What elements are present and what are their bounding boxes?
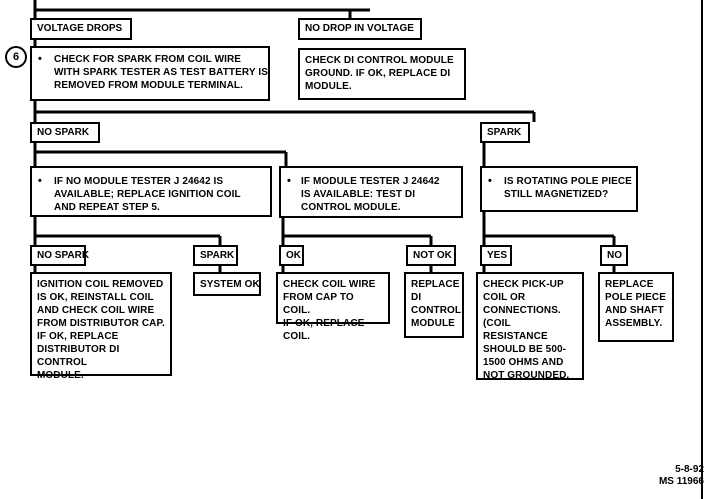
- tester-available-box: • IF MODULE TESTER J 24642 IS AVAILABLE:…: [279, 166, 463, 218]
- box-text: REPLACE DI CONTROL MODULE: [411, 279, 462, 329]
- label-no-spark: NO SPARK: [30, 122, 100, 143]
- label-text: NO SPARK: [37, 127, 90, 138]
- coil-removed-box: IGNITION COIL REMOVED IS OK, REINSTALL C…: [30, 272, 172, 381]
- label-text: NO: [607, 250, 622, 261]
- box-text: IGNITION COIL REMOVED IS OK, REINSTALL C…: [37, 279, 165, 381]
- label-text: SPARK: [487, 127, 522, 138]
- box-text: CHECK PICK-UP COIL OR CONNECTIONS. (COIL…: [483, 279, 570, 381]
- label-voltage-drops: VOLTAGE DROPS: [30, 18, 132, 40]
- label-ok: OK: [279, 245, 304, 266]
- label-text: NOT OK: [413, 250, 452, 261]
- box-text: SYSTEM OK: [200, 279, 260, 290]
- label-no-spark-2: NO SPARK: [30, 245, 90, 266]
- check-pickup-coil-box: CHECK PICK-UP COIL OR CONNECTIONS. (COIL…: [476, 272, 584, 381]
- label-text: OK: [286, 250, 301, 261]
- label-text: SPARK: [200, 250, 235, 261]
- step-number-badge: 6: [5, 46, 27, 68]
- replace-di-module-box: REPLACE DI CONTROL MODULE: [404, 272, 464, 338]
- label-yes: YES: [480, 245, 512, 266]
- box-text: CHECK FOR SPARK FROM COIL WIRE WITH SPAR…: [54, 54, 268, 91]
- box-text: CHECK DI CONTROL MODULE GROUND. IF OK, R…: [305, 55, 454, 92]
- figure-date: 5-8-92: [675, 464, 704, 475]
- label-text: YES: [487, 250, 508, 261]
- bullet-icon: •: [38, 175, 42, 187]
- bullet-icon: •: [488, 175, 492, 187]
- check-coil-wire-box: CHECK COIL WIRE FROM CAP TO COIL. IF OK,…: [276, 272, 390, 342]
- check-di-ground-box: CHECK DI CONTROL MODULE GROUND. IF OK, R…: [298, 48, 466, 100]
- step-number: 6: [12, 51, 20, 63]
- page-border: [701, 0, 703, 499]
- label-no: NO: [600, 245, 628, 266]
- bullet-icon: •: [287, 175, 291, 187]
- label-spark: SPARK: [480, 122, 530, 143]
- label-text: NO DROP IN VOLTAGE: [305, 23, 414, 34]
- pole-piece-question-box: • IS ROTATING POLE PIECE STILL MAGNETIZE…: [480, 166, 638, 212]
- label-text: NO SPARK: [37, 250, 90, 261]
- bullet-icon: •: [38, 53, 42, 65]
- figure-id: MS 11966: [658, 476, 704, 487]
- label-no-drop-in-voltage: NO DROP IN VOLTAGE: [298, 18, 422, 40]
- system-ok-box: SYSTEM OK: [193, 272, 261, 296]
- label-spark-2: SPARK: [193, 245, 238, 266]
- box-text: REPLACE POLE PIECE AND SHAFT ASSEMBLY.: [605, 279, 667, 329]
- label-not-ok: NOT OK: [406, 245, 456, 266]
- box-text: IS ROTATING POLE PIECE STILL MAGNETIZED?: [504, 176, 632, 200]
- box-text: CHECK COIL WIRE FROM CAP TO COIL. IF OK,…: [283, 279, 376, 342]
- box-text: IF NO MODULE TESTER J 24642 IS AVAILABLE…: [54, 176, 241, 213]
- label-text: VOLTAGE DROPS: [37, 23, 123, 34]
- step-check-spark-box: • CHECK FOR SPARK FROM COIL WIRE WITH SP…: [30, 46, 270, 101]
- box-text: IF MODULE TESTER J 24642 IS AVAILABLE: T…: [301, 176, 440, 213]
- replace-pole-piece-box: REPLACE POLE PIECE AND SHAFT ASSEMBLY.: [598, 272, 674, 342]
- no-tester-box: • IF NO MODULE TESTER J 24642 IS AVAILAB…: [30, 166, 272, 217]
